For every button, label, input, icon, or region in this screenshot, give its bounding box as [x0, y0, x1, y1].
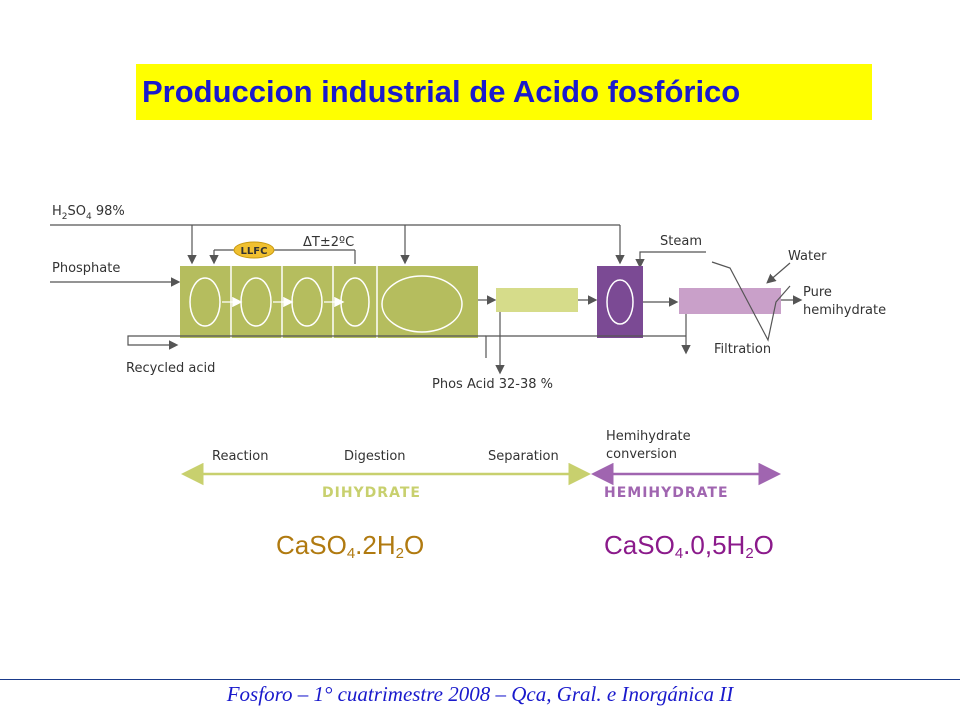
phos-acid-label: Phos Acid 32-38 % — [432, 377, 553, 392]
digestion-swirl — [381, 275, 463, 333]
hemihydrate-phase-label: HEMIHYDRATE — [604, 485, 729, 501]
stage-hemi-conversion-1: Hemihydrate — [606, 429, 691, 444]
recycle-line — [485, 335, 686, 358]
delta-t-label: ΔT±2ºC — [303, 235, 354, 250]
page-title: Produccion industrial de Acido fosfórico — [142, 74, 741, 109]
stage-separation: Separation — [488, 449, 559, 464]
steam-line — [635, 251, 706, 269]
stage-digestion: Digestion — [344, 449, 406, 464]
h2so4-label: H2SO4 98% — [52, 204, 125, 222]
stage-hemi-conversion-2: conversion — [606, 447, 677, 462]
filter-block — [679, 288, 781, 314]
separator-block — [496, 288, 578, 312]
llfc-label: LLFC — [241, 246, 268, 257]
hemihydrate-formula: CaSO4.0,5H2O — [604, 530, 774, 562]
hemi-reactor — [597, 266, 643, 338]
steam-label: Steam — [660, 234, 702, 249]
dihydrate-phase-label: DIHYDRATE — [322, 485, 421, 501]
hemihydrate-product-label: hemihydrate — [803, 303, 886, 318]
footer-divider — [0, 679, 960, 680]
pure-label: Pure — [803, 285, 832, 300]
reactor-swirl-1 — [189, 277, 221, 327]
phosphate-label: Phosphate — [52, 261, 120, 276]
water-spray-line — [711, 261, 791, 342]
llfc-badge — [233, 241, 275, 259]
dihydrate-formula: CaSO4.2H2O — [276, 530, 425, 562]
title-banner: Produccion industrial de Acido fosfórico — [136, 64, 872, 120]
filtration-label: Filtration — [714, 342, 771, 357]
recycled-acid-label: Recycled acid — [126, 361, 215, 376]
hemi-swirl — [606, 279, 634, 325]
stage-reaction: Reaction — [212, 449, 268, 464]
water-label: Water — [788, 249, 827, 264]
footer-text: Fosforo – 1° cuatrimestre 2008 – Qca, Gr… — [226, 682, 734, 706]
